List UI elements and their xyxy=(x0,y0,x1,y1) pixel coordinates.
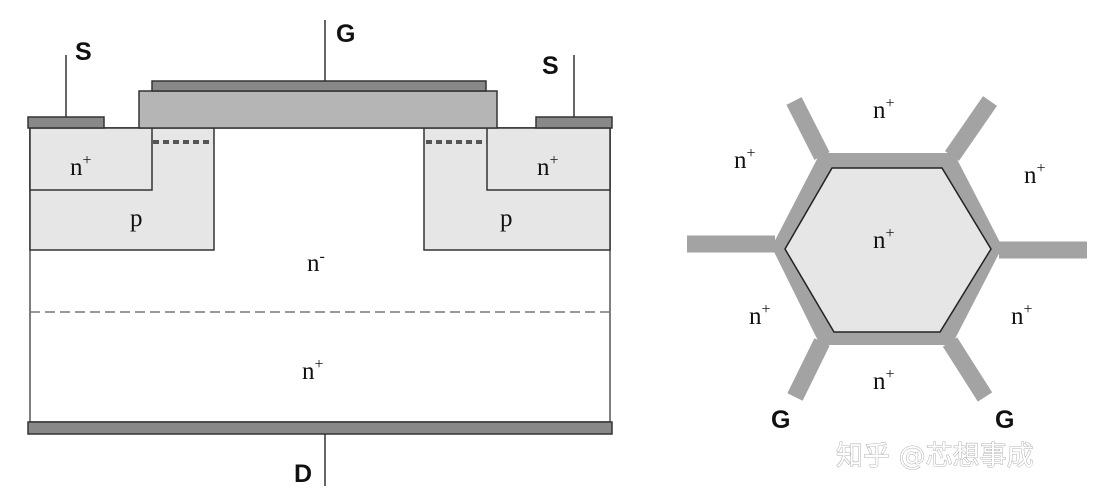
gate-metal xyxy=(151,80,487,92)
hex-lower-left-label: n+ xyxy=(749,301,771,330)
n-minus-label: n- xyxy=(307,248,325,277)
source-contact-right xyxy=(535,116,613,129)
nplus-left-label: n+ xyxy=(70,152,92,181)
hex-cell-nplus xyxy=(784,167,992,333)
hex-top-label: n+ xyxy=(873,95,895,124)
hex-center-label: n+ xyxy=(873,225,895,254)
p-left-label: p xyxy=(130,205,143,232)
nplus-source-right xyxy=(486,127,611,191)
gate-arm-upper-right xyxy=(945,96,997,161)
p-right-label: p xyxy=(500,205,513,232)
source-contact-left xyxy=(27,116,105,129)
gate-oxide xyxy=(138,90,498,129)
watermark: 知乎 @芯想事成 xyxy=(836,441,1034,472)
gate-label: G xyxy=(336,20,355,48)
source-right-label: S xyxy=(542,52,559,80)
gate-arm-lower-left xyxy=(787,338,830,401)
nplus-source-left xyxy=(29,127,153,191)
hex-bottom-label: n+ xyxy=(873,366,895,395)
drain-contact xyxy=(27,421,613,435)
hex-upper-right-label: n+ xyxy=(1024,160,1046,189)
cross-section: S S G D n+ n+ p p n- n+ xyxy=(27,20,613,488)
hex-gate-right-label: G xyxy=(995,406,1014,434)
nplus-right-label: n+ xyxy=(537,152,559,181)
hex-layout: n+ n+ n+ n+ n+ n+ n+ G G xyxy=(687,95,1087,434)
hex-lower-right-label: n+ xyxy=(1011,301,1033,330)
drain-label: D xyxy=(294,460,312,488)
source-left-label: S xyxy=(75,38,92,66)
gate-arm-lower-right xyxy=(942,337,993,402)
substrate-label: n+ xyxy=(302,356,324,385)
hex-gate-left-label: G xyxy=(771,406,790,434)
gate-arms xyxy=(687,96,1087,402)
hex-upper-left-label: n+ xyxy=(734,145,756,174)
gate-arm-upper-left xyxy=(786,97,830,160)
